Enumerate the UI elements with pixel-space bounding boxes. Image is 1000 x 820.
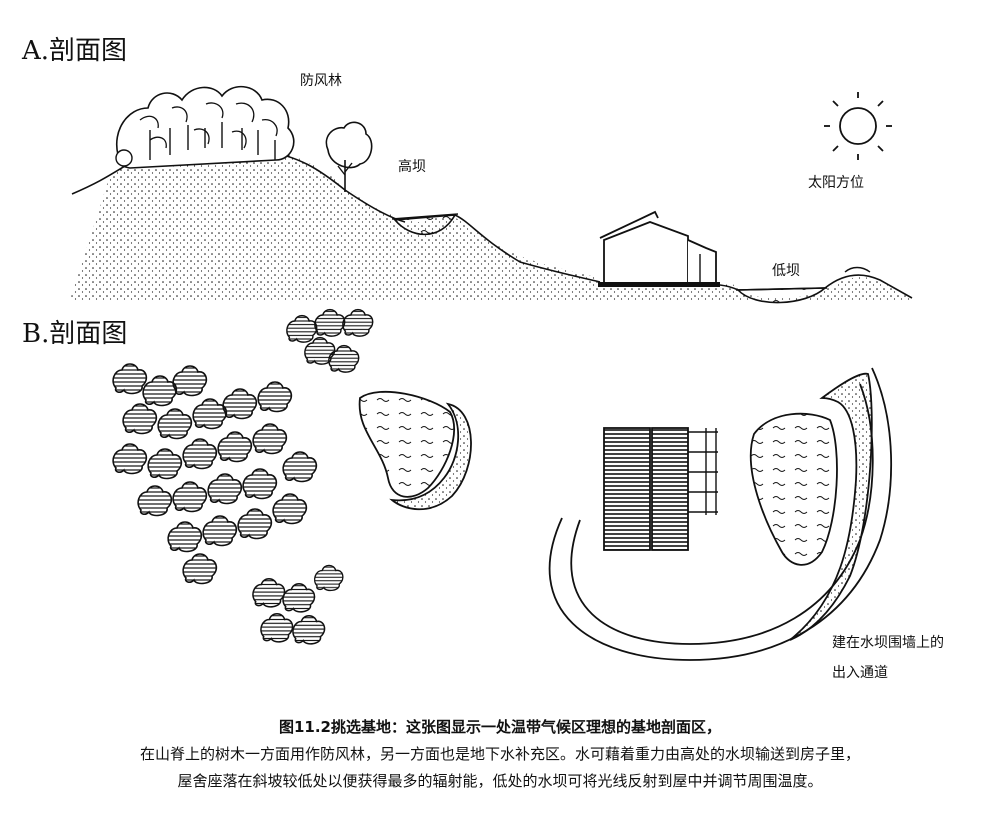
tree-cluster-bottom [252, 564, 344, 645]
label-low-dam: 低坝 [772, 263, 800, 279]
figure-caption: 图11.2挑选基地：这张图显示一处温带气候区理想的基地剖面区， 在山脊上的树木一… [0, 714, 1000, 795]
windbreak-trees [115, 85, 373, 192]
section-a-title: A.剖面图 [22, 36, 128, 66]
caption-line-2: 在山脊上的树木一方面用作防风林，另一方面也是地下水补充区。水可藉着重力由高处的水… [139, 745, 860, 763]
section-a-profile [70, 85, 913, 304]
tree-cluster-top [286, 308, 374, 373]
low-dam-pond [736, 287, 828, 304]
hill-ground [70, 146, 912, 300]
high-dam-pond [393, 214, 457, 236]
section-b-title: B.剖面图 [22, 319, 128, 349]
label-sun-direction: 太阳方位 [808, 175, 864, 191]
tree-cluster-large [112, 363, 318, 585]
label-passage-line1: 建在水坝围墙上的 [832, 635, 944, 651]
caption-line-3: 屋舍座落在斜坡较低处以便获得最多的辐射能，低处的水坝可将光线反射到屋中并调节周围… [177, 772, 823, 790]
house-plan-roof [603, 427, 718, 551]
house-section [598, 210, 720, 287]
sun-icon [824, 92, 892, 160]
label-windbreak: 防风林 [300, 73, 342, 89]
section-b-plan [112, 308, 893, 661]
high-dam-plan-pond [358, 391, 455, 498]
high-dam-plan-wall [389, 402, 472, 511]
caption-line-1: 图11.2挑选基地：这张图显示一处温带气候区理想的基地剖面区， [278, 718, 721, 736]
access-road-curve [548, 367, 893, 661]
label-high-dam: 高坝 [398, 159, 426, 175]
label-passage-line2: 出入通道 [832, 665, 888, 681]
low-dam-plan-pond [749, 412, 838, 566]
